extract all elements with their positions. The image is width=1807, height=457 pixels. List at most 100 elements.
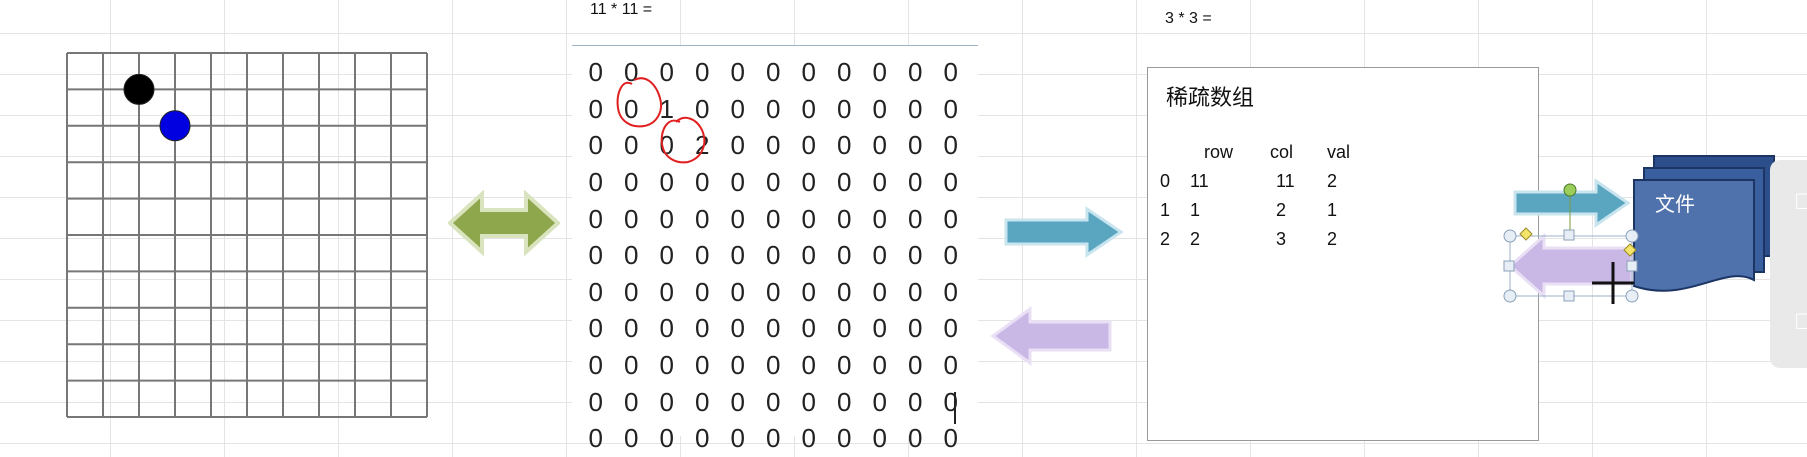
matrix-cell[interactable]: 0 xyxy=(730,167,745,198)
matrix-cell[interactable]: 0 xyxy=(695,57,710,88)
rotate-handle[interactable] xyxy=(1560,180,1580,240)
matrix-cell[interactable]: 0 xyxy=(801,313,816,344)
matrix-cell[interactable]: 0 xyxy=(766,386,781,417)
matrix-cell[interactable]: 0 xyxy=(659,276,674,307)
matrix-cell[interactable]: 0 xyxy=(695,313,710,344)
matrix-cell[interactable]: 0 xyxy=(659,203,674,234)
matrix-cell[interactable]: 0 xyxy=(872,350,887,381)
matrix-cell[interactable]: 0 xyxy=(766,130,781,161)
matrix-cell[interactable]: 0 xyxy=(588,167,603,198)
matrix-cell[interactable]: 0 xyxy=(695,203,710,234)
matrix-cell[interactable]: 0 xyxy=(695,93,710,124)
matrix-cell[interactable]: 0 xyxy=(766,203,781,234)
matrix-cell[interactable]: 0 xyxy=(659,313,674,344)
matrix-cell[interactable]: 0 xyxy=(837,386,852,417)
matrix-cell[interactable]: 0 xyxy=(837,423,852,454)
matrix-cell[interactable]: 0 xyxy=(801,276,816,307)
matrix-cell[interactable]: 0 xyxy=(730,386,745,417)
matrix-cell[interactable]: 0 xyxy=(624,386,639,417)
matrix-cell[interactable]: 0 xyxy=(837,57,852,88)
matrix-cell[interactable]: 0 xyxy=(766,167,781,198)
matrix-cell[interactable]: 0 xyxy=(837,276,852,307)
matrix-cell[interactable]: 0 xyxy=(588,313,603,344)
matrix-cell[interactable]: 0 xyxy=(659,386,674,417)
matrix-cell[interactable]: 0 xyxy=(837,130,852,161)
lock-icon[interactable]: □ xyxy=(1796,305,1807,335)
matrix-cell[interactable]: 0 xyxy=(943,276,958,307)
matrix-cell[interactable]: 0 xyxy=(624,276,639,307)
matrix-cell[interactable]: 0 xyxy=(659,423,674,454)
matrix-cell[interactable]: 0 xyxy=(659,130,674,161)
matrix-cell[interactable]: 0 xyxy=(837,203,852,234)
matrix-cell[interactable]: 0 xyxy=(908,386,923,417)
matrix-cell[interactable]: 0 xyxy=(730,240,745,271)
matrix-cell[interactable]: 0 xyxy=(943,350,958,381)
matrix-cell[interactable]: 0 xyxy=(588,93,603,124)
matrix-cell[interactable]: 0 xyxy=(801,423,816,454)
matrix-cell[interactable]: 0 xyxy=(908,203,923,234)
selected-left-arrow-icon[interactable] xyxy=(1500,226,1640,306)
matrix-cell[interactable]: 0 xyxy=(872,203,887,234)
matrix-cell[interactable]: 0 xyxy=(730,350,745,381)
matrix-cell[interactable]: 0 xyxy=(766,276,781,307)
matrix-cell[interactable]: 0 xyxy=(801,57,816,88)
matrix-cell[interactable]: 0 xyxy=(766,423,781,454)
matrix-cell[interactable]: 0 xyxy=(908,57,923,88)
matrix-cell[interactable]: 0 xyxy=(624,130,639,161)
matrix-cell[interactable]: 0 xyxy=(659,167,674,198)
matrix-cell[interactable]: 0 xyxy=(588,57,603,88)
matrix-cell[interactable]: 0 xyxy=(943,240,958,271)
matrix-cell[interactable]: 0 xyxy=(624,423,639,454)
matrix-cell[interactable]: 0 xyxy=(908,313,923,344)
matrix-cell[interactable]: 0 xyxy=(659,57,674,88)
matrix-cell[interactable]: 0 xyxy=(695,276,710,307)
matrix-cell[interactable]: 0 xyxy=(588,386,603,417)
matrix-cell[interactable]: 0 xyxy=(695,350,710,381)
matrix-cell[interactable]: 0 xyxy=(730,203,745,234)
matrix-cell[interactable]: 0 xyxy=(908,276,923,307)
matrix-cell[interactable]: 0 xyxy=(872,57,887,88)
matrix-cell[interactable]: 0 xyxy=(908,167,923,198)
matrix-cell[interactable]: 0 xyxy=(837,350,852,381)
matrix-cell[interactable]: 0 xyxy=(801,93,816,124)
matrix-cell[interactable]: 2 xyxy=(695,130,710,161)
matrix-cell[interactable]: 0 xyxy=(943,423,958,454)
matrix-cell[interactable]: 0 xyxy=(872,240,887,271)
matrix-cell[interactable]: 0 xyxy=(624,203,639,234)
matrix-cell[interactable]: 0 xyxy=(766,350,781,381)
matrix-cell[interactable]: 0 xyxy=(730,57,745,88)
matrix-cell[interactable]: 0 xyxy=(872,130,887,161)
matrix-cell[interactable]: 0 xyxy=(588,203,603,234)
matrix-cell[interactable]: 0 xyxy=(908,93,923,124)
right-arrow-icon[interactable] xyxy=(1512,178,1632,228)
matrix-cell[interactable]: 0 xyxy=(872,386,887,417)
matrix-cell[interactable]: 0 xyxy=(801,350,816,381)
matrix-cell[interactable]: 0 xyxy=(908,240,923,271)
matrix-cell[interactable]: 0 xyxy=(588,130,603,161)
matrix-cell[interactable]: 0 xyxy=(624,93,639,124)
matrix-cell[interactable]: 0 xyxy=(943,167,958,198)
matrix-cell[interactable]: 0 xyxy=(588,276,603,307)
matrix-cell[interactable]: 0 xyxy=(624,167,639,198)
matrix-cell[interactable]: 0 xyxy=(837,313,852,344)
matrix-cell[interactable]: 0 xyxy=(624,313,639,344)
matrix-cell[interactable]: 0 xyxy=(624,350,639,381)
matrix-cell[interactable]: 0 xyxy=(730,276,745,307)
matrix-cell[interactable]: 0 xyxy=(766,313,781,344)
matrix-cell[interactable]: 0 xyxy=(695,167,710,198)
matrix-cell[interactable]: 0 xyxy=(588,240,603,271)
lock-icon[interactable]: □ xyxy=(1796,185,1807,215)
matrix-cell[interactable]: 0 xyxy=(943,93,958,124)
matrix-cell[interactable]: 0 xyxy=(801,240,816,271)
matrix-cell[interactable]: 0 xyxy=(872,313,887,344)
matrix-cell[interactable]: 0 xyxy=(943,130,958,161)
matrix-cell[interactable]: 0 xyxy=(730,313,745,344)
matrix-cell[interactable]: 0 xyxy=(872,276,887,307)
matrix-cell[interactable]: 0 xyxy=(801,130,816,161)
matrix-cell[interactable]: 0 xyxy=(588,423,603,454)
matrix-cell[interactable]: 0 xyxy=(766,57,781,88)
matrix-cell[interactable]: 0 xyxy=(837,240,852,271)
matrix-cell[interactable]: 0 xyxy=(801,203,816,234)
matrix-cell[interactable]: 0 xyxy=(659,350,674,381)
matrix-cell[interactable]: 0 xyxy=(801,386,816,417)
